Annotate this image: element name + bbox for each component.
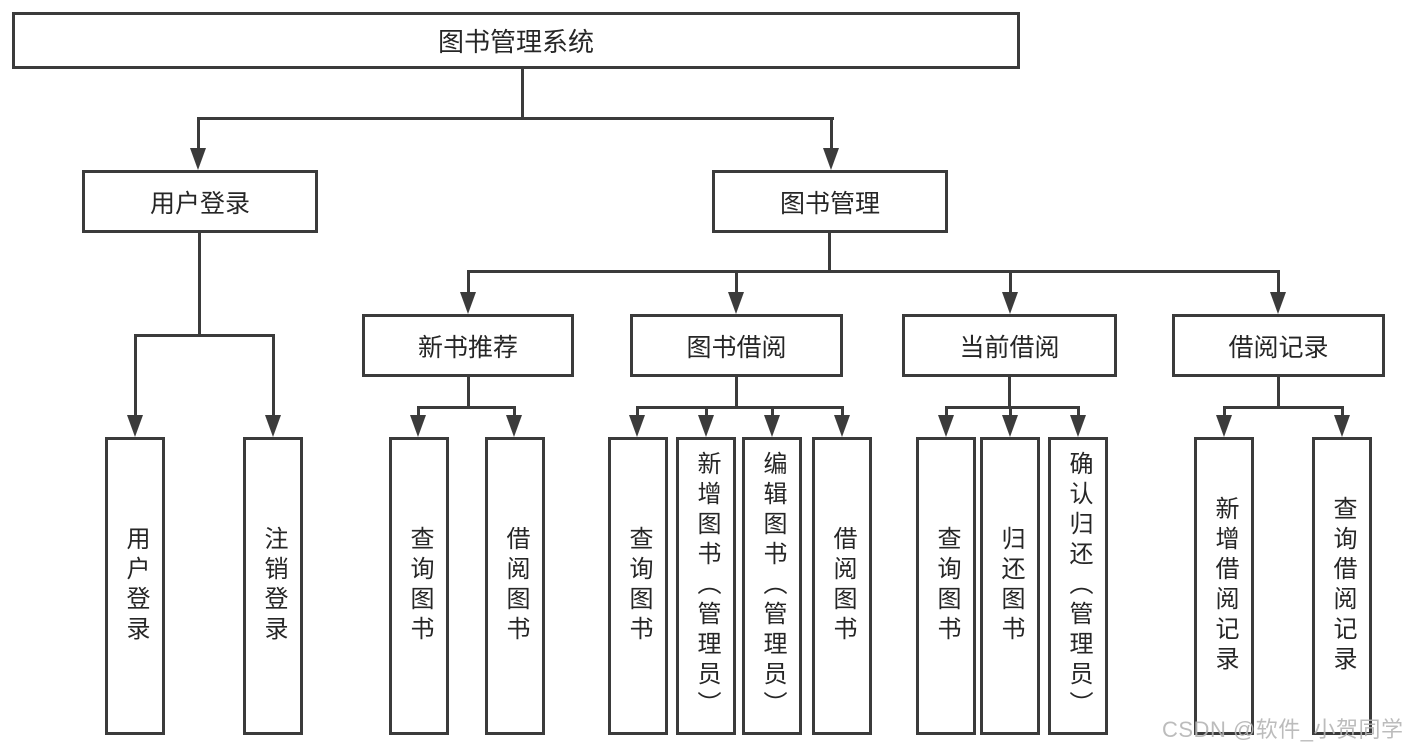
arrow-down-icon <box>265 415 281 437</box>
leaf-label: 归还图书 <box>997 526 1024 646</box>
arrow-down-icon <box>1002 292 1018 314</box>
leaf-add-borrow-record: 新增借阅记录 <box>1194 437 1254 735</box>
connector-line <box>1008 377 1011 408</box>
connector-line <box>945 406 1079 409</box>
connector-line <box>830 117 833 150</box>
connector-line <box>198 233 201 336</box>
connector-line <box>1223 406 1343 409</box>
node-book-management: 图书管理 <box>712 170 948 233</box>
connector-line <box>417 406 516 409</box>
connector-line <box>272 334 275 416</box>
connector-line <box>636 406 639 417</box>
arrow-down-icon <box>728 292 744 314</box>
node-user-login: 用户登录 <box>82 170 318 233</box>
connector-line <box>1277 377 1280 408</box>
connector-line <box>467 270 470 294</box>
leaf-label: 注销登录 <box>260 526 287 646</box>
leaf-label: 用户登录 <box>122 526 149 646</box>
connector-line <box>1009 270 1012 294</box>
leaf-query-books-newbooks: 查询图书 <box>389 437 449 735</box>
arrow-down-icon <box>764 415 780 437</box>
arrow-down-icon <box>1334 415 1350 437</box>
arrow-down-icon <box>698 415 714 437</box>
connector-line <box>735 377 738 408</box>
arrow-down-icon <box>1270 292 1286 314</box>
arrow-down-icon <box>506 415 522 437</box>
connector-line <box>197 117 200 150</box>
leaf-user-login: 用户登录 <box>105 437 165 735</box>
arrow-down-icon <box>834 415 850 437</box>
arrow-down-icon <box>460 292 476 314</box>
arrow-down-icon <box>1216 415 1232 437</box>
leaf-label: 借阅图书 <box>502 526 529 646</box>
connector-line <box>134 334 275 337</box>
csdn-watermark: CSDN @软件_小贺同学 <box>1162 717 1404 742</box>
leaf-edit-books-admin: 编辑图书（管理员） <box>742 437 802 735</box>
leaf-label: 查询图书 <box>933 526 960 646</box>
leaf-label: 确认归还（管理员） <box>1065 451 1092 721</box>
leaf-query-borrow-record: 查询借阅记录 <box>1312 437 1372 735</box>
leaf-borrow-books-borrowing: 借阅图书 <box>812 437 872 735</box>
connector-line <box>467 270 1280 273</box>
node-current-borrowing: 当前借阅 <box>902 314 1117 377</box>
connector-line <box>467 377 470 408</box>
leaf-borrow-books-newbooks: 借阅图书 <box>485 437 545 735</box>
connector-line <box>771 406 774 417</box>
connector-line <box>735 270 738 294</box>
leaf-query-books-borrowing: 查询图书 <box>608 437 668 735</box>
connector-line <box>705 406 708 417</box>
connector-line <box>945 406 948 417</box>
leaf-label: 编辑图书（管理员） <box>759 451 786 721</box>
leaf-label: 新增图书（管理员） <box>693 451 720 721</box>
node-borrowing-records: 借阅记录 <box>1172 314 1385 377</box>
node-book-borrowing: 图书借阅 <box>630 314 843 377</box>
leaf-logout: 注销登录 <box>243 437 303 735</box>
arrow-down-icon <box>629 415 645 437</box>
connector-line <box>417 406 420 417</box>
connector-line <box>1277 270 1280 294</box>
leaf-label: 新增借阅记录 <box>1211 496 1238 676</box>
arrow-down-icon <box>1002 415 1018 437</box>
connector-line <box>1077 406 1080 417</box>
connector-line <box>513 406 516 417</box>
arrow-down-icon <box>823 148 839 170</box>
node-new-book-recommend: 新书推荐 <box>362 314 574 377</box>
connector-line <box>197 117 834 120</box>
connector-line <box>636 406 843 409</box>
leaf-label: 查询图书 <box>406 526 433 646</box>
arrow-down-icon <box>190 148 206 170</box>
connector-line <box>134 334 137 416</box>
connector-line <box>828 233 831 272</box>
arrow-down-icon <box>127 415 143 437</box>
connector-line <box>841 406 844 417</box>
leaf-label: 查询借阅记录 <box>1329 496 1356 676</box>
connector-line <box>521 69 524 118</box>
arrow-down-icon <box>938 415 954 437</box>
leaf-confirm-return-admin: 确认归还（管理员） <box>1048 437 1108 735</box>
leaf-query-books-current: 查询图书 <box>916 437 976 735</box>
leaf-label: 借阅图书 <box>829 526 856 646</box>
arrow-down-icon <box>1070 415 1086 437</box>
arrow-down-icon <box>410 415 426 437</box>
leaf-label: 查询图书 <box>625 526 652 646</box>
connector-line <box>1223 406 1226 417</box>
leaf-return-books: 归还图书 <box>980 437 1040 735</box>
node-library-management-system: 图书管理系统 <box>12 12 1020 69</box>
connector-line <box>1341 406 1344 417</box>
leaf-add-books-admin: 新增图书（管理员） <box>676 437 736 735</box>
connector-line <box>1009 406 1012 417</box>
